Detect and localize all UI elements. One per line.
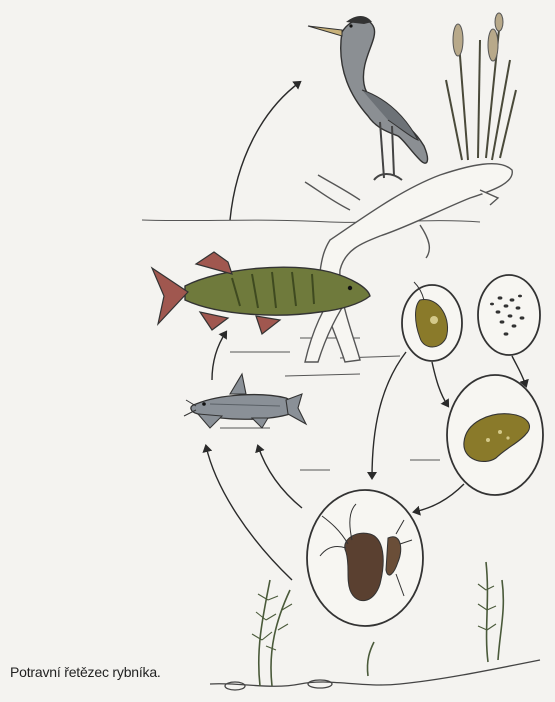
arrow-plants-catfish bbox=[206, 446, 292, 580]
arrow-euglena-amoeba bbox=[432, 362, 448, 406]
zooplankton-circle bbox=[307, 490, 423, 626]
arrow-zooplankton-catfish bbox=[258, 446, 302, 508]
algae-cells-circle bbox=[478, 275, 540, 355]
arrow-catfish-pike bbox=[212, 332, 226, 380]
catfish bbox=[184, 374, 306, 428]
amoeba-circle bbox=[447, 375, 543, 495]
arrow-amoeba-zooplankton bbox=[414, 484, 464, 512]
arrow-pike-heron bbox=[230, 82, 300, 220]
arrow-euglena-zooplankton bbox=[372, 352, 406, 478]
figure-caption: Potravní řetězec rybníka. bbox=[10, 664, 161, 680]
euglena-circle bbox=[402, 282, 462, 361]
reeds bbox=[446, 13, 516, 160]
heron bbox=[308, 16, 427, 180]
